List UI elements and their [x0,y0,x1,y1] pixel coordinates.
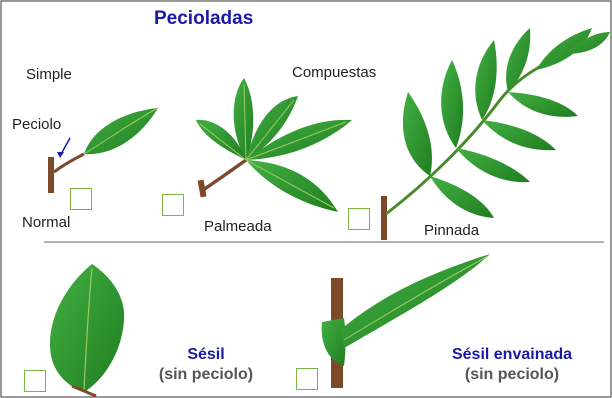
peciolo-arrowhead [57,152,64,158]
peciolo-label: Peciolo [12,116,61,133]
sesil-label: Sésil [136,346,276,364]
pinnate-leaflet [456,148,530,182]
palmeada-checkbox[interactable] [162,194,184,216]
envainada-checkbox[interactable] [296,368,318,390]
sesil-caption: Sésil (sin peciolo) [136,346,276,384]
palmate-leaf-petiole [203,160,246,190]
pinnate-leaflet [403,92,432,176]
pinnate-leaflet [482,120,556,150]
sesil-sublabel: (sin peciolo) [136,366,276,384]
simple-leaf-group [48,108,158,193]
sesil-checkbox[interactable] [24,370,46,392]
simple-label: Simple [26,66,72,83]
envainada-caption: Sésil envainada (sin peciolo) [424,346,600,384]
palmeada-label: Palmeada [204,218,272,235]
palmate-leaf-group [196,78,352,212]
envainada-sublabel: (sin peciolo) [424,366,600,384]
sessile-leaf-group [50,264,124,396]
pinnate-leaflet [441,60,463,148]
pinnada-label: Pinnada [424,222,479,239]
normal-checkbox[interactable] [70,188,92,210]
pinnate-leaflet [508,92,578,117]
compuestas-label: Compuestas [292,64,376,81]
pinnate-leaf-group [381,28,610,240]
simple-leaf-petiole [54,154,84,172]
pecioladas-title: Pecioladas [154,8,253,30]
pinnada-checkbox[interactable] [348,208,370,230]
envainada-label: Sésil envainada [424,346,600,364]
simple-leaf-stem [48,157,54,193]
sheath [322,318,346,366]
sheathing-leaf-blade [340,254,490,348]
pinnate-leaflet [430,176,494,218]
normal-label: Normal [22,214,70,231]
pinnate-leaf-stem [381,196,387,240]
